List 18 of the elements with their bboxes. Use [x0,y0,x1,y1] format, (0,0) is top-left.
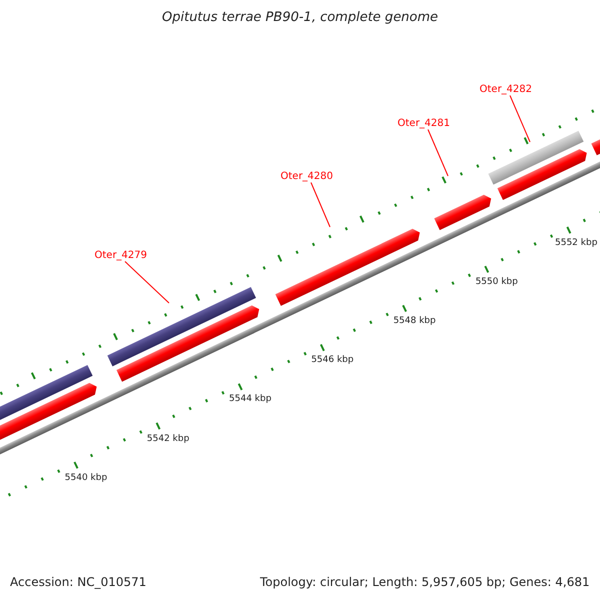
gene-label: Oter_4281 [398,118,450,128]
leader-line [310,182,330,228]
scale-label: 5542 kbp [146,434,190,444]
leader-line [510,95,530,142]
leader-line [428,129,448,176]
scale-label: 5550 kbp [475,278,518,288]
gene-label: Oter_4282 [480,84,532,94]
accession-text: Accession: NC_010571 [10,576,146,589]
gene-label: Oter_4279 [94,250,148,260]
gene-label: Oter_4280 [280,170,334,182]
scale-label: 5548 kbp [393,317,436,327]
scale-label: 5540 kbp [64,474,108,484]
scale-label: 5546 kbp [311,356,354,366]
scale-label: 5544 kbp [229,395,272,406]
title: Opitutus terrae PB90-1, complete genome [162,11,438,26]
genome-info-text: Topology: circular; Length: 5,957,605 bp; Genes: 4,681 [260,576,590,589]
leader-line [124,261,170,304]
scale-label: 5552 kbp [555,238,598,249]
